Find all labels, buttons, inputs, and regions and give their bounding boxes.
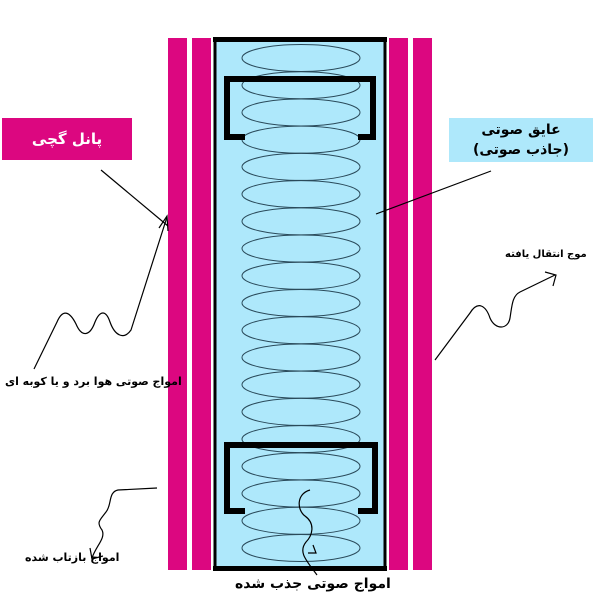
insulation-label-box: عایق صوتی (جاذب صوتی) (449, 118, 593, 162)
gypsum-panel-inner-left (192, 38, 211, 570)
incoming-wave-arrowhead (158, 214, 169, 232)
reflected-wave-arrow (91, 487, 158, 559)
top-stud-bracket (224, 76, 376, 140)
insulation-coils (241, 44, 361, 562)
gypsum-panel-outer-right (413, 38, 432, 570)
insulation-pointer (375, 170, 492, 215)
gypsum-panel-inner-right (389, 38, 408, 570)
core-bottom-edge (213, 566, 387, 571)
reflected-wave-arrowhead (89, 547, 104, 560)
left-gypsum-panels (168, 38, 211, 570)
transmitted-wave-arrow (434, 274, 556, 361)
transmitted-wave-label: موج انتقال یافته (505, 249, 587, 260)
core-top-edge (213, 37, 387, 42)
insulation-core (213, 38, 387, 571)
reflected-waves-label: امواج بازتاب شده (25, 551, 120, 564)
bottom-stud-bracket (224, 442, 378, 514)
absorbed-wave-arrowhead (308, 544, 317, 554)
transmitted-wave-arrowhead (544, 271, 557, 287)
gypsum-panel-pointer (100, 169, 169, 227)
absorbed-wave-arrow (298, 489, 318, 576)
incoming-wave-arrow (33, 216, 168, 370)
gypsum-panel-label: پانل گچی (31, 130, 103, 148)
absorbed-waves-label: امواج صوتی جذب شده (235, 576, 391, 592)
insulation-label-line1: عایق صوتی (481, 122, 561, 138)
right-gypsum-panels (389, 38, 432, 570)
incoming-waves-label: امواج صوتی هوا برد و یا کوبه ای (5, 375, 182, 388)
gypsum-panel-label-box: پانل گچی (2, 118, 132, 160)
gypsum-panel-outer-left (168, 38, 187, 570)
insulation-coil (241, 534, 361, 562)
insulation-label-line2: (جاذب صوتی) (473, 142, 569, 158)
